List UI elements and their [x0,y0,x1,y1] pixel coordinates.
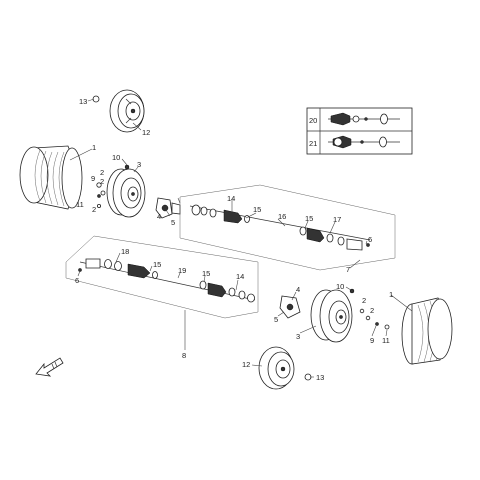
cv-joint-upper-left [191,204,250,224]
callout-15-lower-b: 15 [202,269,210,278]
callout-10-lower: 10 [336,282,344,291]
shaft-group-box-lower [65,235,259,319]
legend-row-21-label: 21 [309,139,317,148]
rim-lower [310,289,353,343]
legend-row-21-parts [328,135,400,149]
callout-12-top: 12 [142,128,150,137]
tire-right [401,297,453,365]
callout-2-upper-c: 2 [92,205,96,214]
rim-bottom [258,346,312,390]
callout-14-lower: 14 [236,272,244,281]
callout-6-lower: 6 [75,276,79,285]
cv-joint-lower-right [199,280,255,303]
callout-5-lower: 5 [274,315,278,324]
callout-14-upper: 14 [227,194,235,203]
callout-2-lower-b: 2 [370,306,374,315]
callout-11-lower: 11 [382,336,390,345]
callout-19: 19 [178,266,186,275]
tire-left [19,145,83,210]
callout-16: 16 [278,212,286,221]
callout-13-bottom: 13 [316,373,324,382]
legend-row-20-parts [328,112,400,126]
callout-15-lower-a: 15 [153,260,161,269]
leader-lines [69,98,413,378]
direction-arrow-icon [35,357,64,377]
cv-joint-upper-right [299,226,370,251]
hardware-lower-right [349,288,390,330]
callout-2-lower-a: 2 [362,296,366,305]
callout-7: 7 [346,265,350,274]
callout-11-upper: 11 [76,200,84,209]
callout-10-upper: 10 [112,153,120,162]
callout-1-left: 1 [92,143,96,152]
callout-labels: 13 12 1 10 3 9 2 2 11 2 4 5 14 15 16 15 … [75,97,393,382]
callout-9-upper: 9 [91,174,95,183]
legend-row-20-label: 20 [309,116,317,125]
callout-9-lower: 9 [370,336,374,345]
callout-18: 18 [121,247,129,256]
hub-lower [279,295,301,319]
callout-12-bottom: 12 [242,360,250,369]
shaft-group-box-upper [179,184,396,271]
callout-2-upper-b: 2 [100,177,104,186]
callout-15-upper-a: 15 [253,205,261,214]
callout-1-right: 1 [389,290,393,299]
callout-3-upper: 3 [137,160,141,169]
callout-8: 8 [182,351,186,360]
callout-2-upper-a: 2 [100,168,104,177]
callout-15-upper-b: 15 [305,214,313,223]
callout-6-upper: 6 [368,235,372,244]
callout-4-lower: 4 [296,285,300,294]
legend-box: 20 21 [306,107,413,155]
valve-13-top [92,95,100,103]
callout-5-upper: 5 [171,218,175,227]
rim-top-left [109,89,145,133]
rim-upper [106,168,146,218]
callout-3-lower: 3 [296,332,300,341]
callout-13-top: 13 [79,97,87,106]
callout-17: 17 [333,215,341,224]
callout-4-upper: 4 [157,212,161,221]
cv-joint-lower-left [85,258,158,279]
